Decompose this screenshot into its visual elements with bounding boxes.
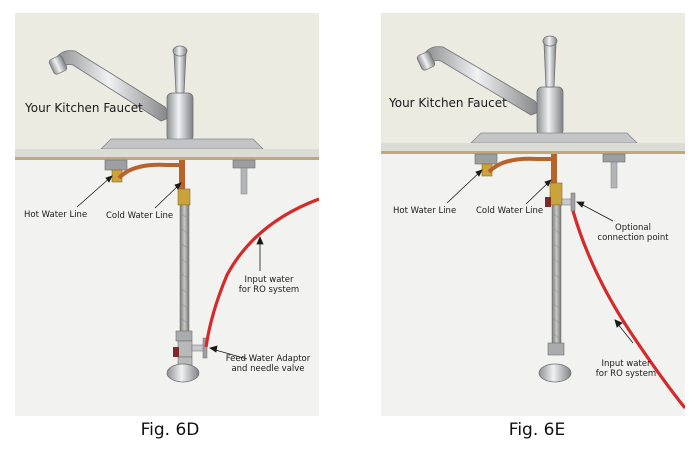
shutoff-valve-handle	[538, 363, 572, 383]
input-water-arrow	[616, 322, 634, 344]
optional-point-arrow	[578, 202, 614, 222]
input-water-label: Input water for RO system	[238, 275, 300, 295]
hot-line-nut	[104, 159, 128, 171]
optional-connection-label: Optional connection point	[597, 223, 669, 243]
braided-hose	[179, 204, 190, 336]
adaptor-arrow	[211, 348, 248, 360]
faucet-label: Your Kitchen Faucet	[25, 101, 143, 115]
red-ro-tube	[571, 210, 685, 409]
faucet-body	[166, 92, 194, 142]
hot-water-line-label: Hot Water Line	[24, 210, 88, 220]
optional-connection-tee	[549, 182, 563, 206]
faucet-body	[536, 86, 564, 136]
input-water-label: Input water for RO system	[595, 359, 657, 379]
faucet-illustration-6e	[381, 13, 685, 416]
mounting-stud	[232, 159, 256, 169]
needle-valve	[570, 192, 576, 212]
feed-water-adaptor-label: Feed Water Adaptor and needle valve	[225, 354, 311, 374]
countertop	[381, 143, 685, 151]
lower-connector	[175, 330, 193, 342]
hot-line-arrow	[446, 169, 483, 204]
faucet-aerator	[416, 51, 436, 71]
countertop	[15, 149, 319, 157]
cold-water-line-label: Cold Water Line	[106, 211, 174, 221]
faucet-handle	[173, 52, 187, 94]
deck-plate	[470, 132, 638, 144]
copper-line	[487, 156, 551, 174]
faucet-handle	[543, 42, 557, 88]
faucet-illustration-6d	[15, 13, 319, 416]
deck-plate	[100, 138, 264, 150]
cold-line-fitting	[177, 188, 191, 206]
figure-6d-photo: Your Kitchen Faucet Hot Water Line Cold …	[15, 13, 319, 416]
braided-hose	[551, 204, 562, 346]
mounting-stud	[602, 153, 626, 163]
copper-line	[117, 162, 181, 180]
needle-valve	[202, 337, 208, 359]
cold-water-line-label: Cold Water Line	[476, 206, 544, 216]
faucet-label: Your Kitchen Faucet	[389, 96, 507, 110]
shutoff-valve-handle	[166, 363, 200, 383]
hot-line-arrow	[76, 175, 113, 208]
figure-6e-photo: Your Kitchen Faucet Hot Water Line Cold …	[381, 13, 685, 416]
caption-fig-6e: Fig. 6E	[508, 420, 566, 440]
wall	[381, 13, 685, 147]
hot-line-nut	[474, 153, 498, 165]
feed-water-adaptor	[177, 340, 193, 358]
red-ro-tube	[204, 197, 319, 348]
caption-fig-6d: Fig. 6D	[140, 420, 200, 440]
hot-water-line-label: Hot Water Line	[393, 206, 457, 216]
faucet-aerator	[48, 55, 68, 75]
